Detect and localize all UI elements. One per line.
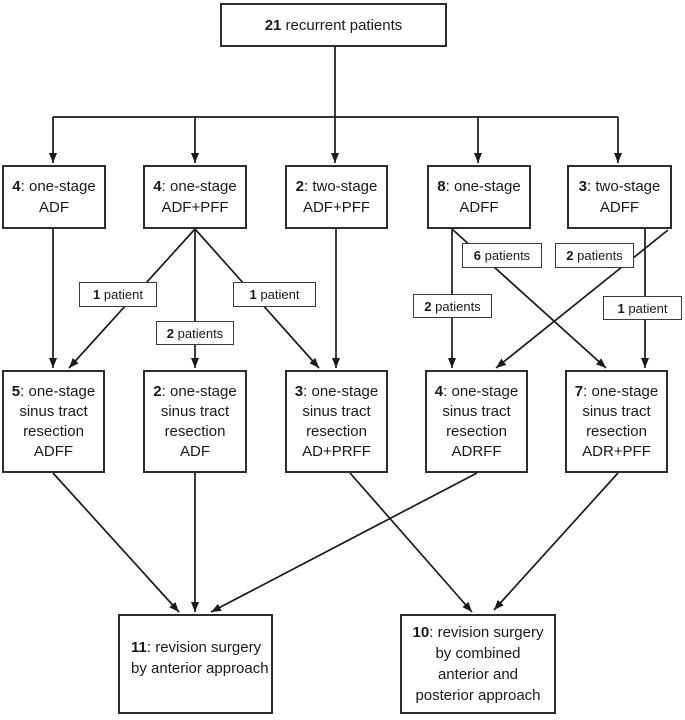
node-one-stage-adff: 8: one-stage ADFF — [427, 165, 531, 229]
node-revision-combined: 10: revision surgery by combined anterio… — [400, 614, 556, 714]
node-one-stage-adf: 4: one-stage ADF — [2, 165, 106, 229]
node-resection-ad-prff: 3: one-stage sinus tract resection AD+PR… — [285, 370, 388, 473]
node-resection-adrff: 4: one-stage sinus tract resection ADRFF — [425, 370, 528, 473]
edge-label-2-patients-right-upper: 2 patients — [555, 243, 634, 268]
edge-label-6-patients: 6 patients — [462, 243, 542, 268]
node-revision-anterior: 11: revision surgery by anterior approac… — [118, 614, 273, 714]
edge-label-1-patient-right: 1 patient — [603, 296, 682, 320]
node-one-stage-adf-pff: 4: one-stage ADF+PFF — [143, 165, 247, 229]
node-two-stage-adff: 3: two-stage ADFF — [567, 165, 672, 229]
node-resection-adff: 5: one-stage sinus tract resection ADFF — [2, 370, 105, 473]
node-text: 21 recurrent patients — [264, 16, 403, 34]
node-resection-adf: 2: one-stage sinus tract resection ADF — [143, 370, 247, 473]
edge-label-1-patient-left: 1 patient — [79, 282, 157, 307]
edge-label-2-patients-left: 2 patients — [156, 321, 234, 345]
node-recurrent-patients: 21 recurrent patients — [220, 3, 447, 47]
edge-label-2-patients-right-lower: 2 patients — [413, 294, 492, 318]
node-two-stage-adf-pff: 2: two-stage ADF+PFF — [285, 165, 388, 229]
edge-label-1-patient-mid: 1 patient — [233, 282, 316, 307]
node-resection-adr-pff: 7: one-stage sinus tract resection ADR+P… — [565, 370, 668, 473]
